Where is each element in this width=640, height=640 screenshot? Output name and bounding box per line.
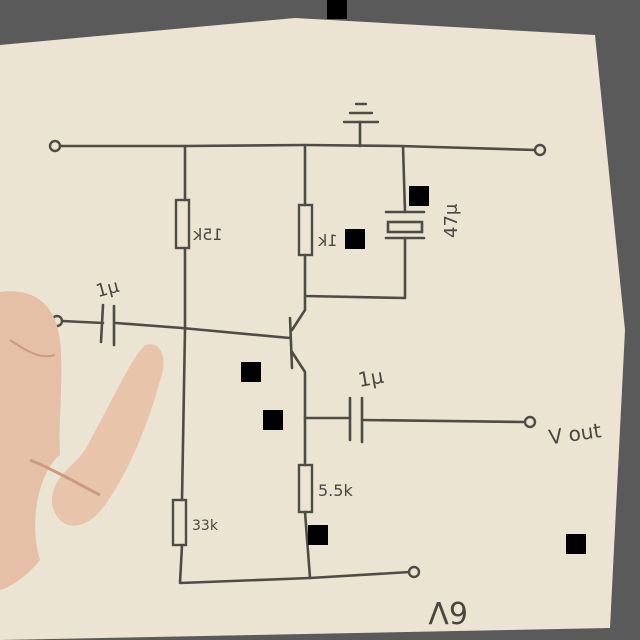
redaction-markers (241, 0, 586, 554)
marker-top (327, 0, 347, 19)
transistor-emitter (290, 350, 312, 580)
marker-bottom-right (566, 534, 586, 554)
terminals (48, 139, 547, 579)
resistor-15k (174, 198, 191, 250)
label-5-5k: 5.5k (318, 481, 353, 500)
transistor-base (288, 316, 294, 370)
hand-palm (0, 291, 62, 590)
capacitor-input (99, 303, 116, 347)
terminal-top-left (48, 139, 62, 153)
left-vertical-wire (178, 144, 412, 585)
terminal-top-right (533, 143, 547, 157)
marker-resistor-1k (345, 229, 365, 249)
terminal-bottom (407, 565, 421, 579)
marker-bottom-center (308, 525, 328, 545)
paper-sheet (0, 18, 625, 640)
marker-center (263, 410, 283, 430)
marker-left-middle (241, 362, 261, 382)
resistor-1k (297, 203, 314, 257)
resistors (171, 198, 314, 547)
resistor-33k (171, 498, 188, 547)
terminal-output (523, 415, 537, 429)
ground-symbol (342, 102, 380, 124)
output-wire (303, 416, 527, 424)
hand-shadow (29, 458, 101, 497)
capacitors (99, 210, 426, 444)
label-1k: 1k (317, 231, 337, 250)
label-6v: 6V (428, 594, 468, 629)
transistor-collector (290, 294, 307, 332)
capacitor-right (384, 210, 426, 240)
label-47u: 47μ (441, 203, 462, 238)
input-wire (60, 319, 292, 340)
resistor-5-5k (297, 463, 314, 514)
capacitor-output (348, 396, 364, 444)
hand-finger (51, 344, 164, 526)
circuit-wires (58, 120, 537, 585)
label-33k: 33k (192, 518, 219, 534)
hand-knuckle (9, 339, 56, 358)
label-1u-output: 1μ (356, 364, 386, 392)
hand (0, 291, 164, 590)
collector-wire (303, 144, 407, 300)
capacitor-right-body (386, 220, 424, 234)
label-15k: 15k (192, 225, 222, 244)
marker-capacitor (409, 186, 429, 206)
